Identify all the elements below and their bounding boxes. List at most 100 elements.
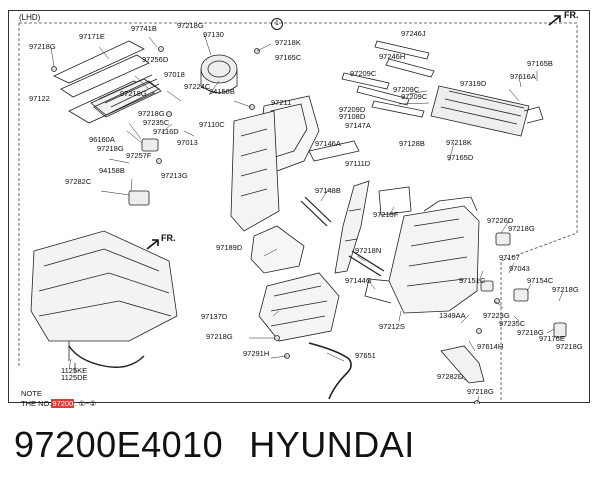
assembly-boundary — [18, 22, 578, 403]
assembled-unit-inset — [30, 230, 178, 373]
top-duct-strips — [341, 40, 435, 118]
part-label: 97013 — [177, 138, 198, 147]
part-label: 97209C — [401, 92, 428, 101]
part-label: 97257F — [126, 151, 152, 160]
part-label: 97165C — [275, 53, 302, 62]
part-label: 97218G — [177, 21, 204, 30]
part-label: 97223G — [483, 311, 510, 320]
part-label: 97614H — [477, 342, 504, 351]
assembly-marker: 1 — [271, 18, 283, 30]
part-label: 97218K — [275, 38, 301, 47]
part-label: 97151C — [459, 276, 486, 285]
part-label: 97209C — [350, 69, 377, 78]
blower-motor — [200, 54, 238, 93]
mode-doors — [300, 140, 412, 277]
part-label: 1349AA — [439, 311, 466, 320]
footer-caption: 97200E4010 HYUNDAI — [14, 424, 415, 466]
part-label: 97154C — [527, 276, 554, 285]
part-label: 96160A — [89, 135, 115, 144]
part-label: 97144G — [345, 276, 372, 285]
part-label: 97651 — [355, 351, 376, 360]
part-label: 97218G — [508, 224, 535, 233]
lower-case — [258, 272, 340, 342]
part-label: 97165D — [447, 153, 474, 162]
part-label: 97111D — [345, 159, 371, 168]
part-label: 97209C — [393, 85, 420, 94]
part-label: 97122 — [29, 94, 50, 103]
part-label: 97741B — [131, 24, 157, 33]
cabin-filter — [90, 74, 162, 118]
part-label: 97218K — [446, 138, 472, 147]
fr-arrow-icon — [548, 15, 561, 26]
part-label: 97211 — [271, 98, 292, 107]
part-label: 97218G — [467, 387, 494, 396]
part-label: 97146A — [315, 139, 341, 148]
part-label: 97282C — [65, 177, 92, 186]
front-direction-label-inset: FR. — [161, 233, 176, 243]
part-label: 97616A — [510, 72, 536, 81]
exploded-parts-diagram — [18, 22, 578, 404]
part-label: 97213G — [161, 171, 188, 180]
diagram-frame: (LHD) 1 FR. FR. 97218G 97171E 97741B 972… — [8, 10, 590, 408]
part-label: 97226D — [487, 216, 514, 225]
distribution-cover — [250, 225, 305, 274]
part-label: 97165B — [527, 59, 553, 68]
part-label: 97219F — [373, 210, 399, 219]
part-label: 97128B — [399, 139, 425, 148]
heater-core — [430, 85, 544, 137]
part-label: 97218G — [29, 42, 56, 51]
part-label: 97235C — [499, 319, 526, 328]
actuators — [128, 138, 567, 338]
hvac-main-case — [364, 196, 480, 314]
note-box: NOTE THE NO.97200: ①~② — [21, 389, 96, 409]
part-number: 97200E4010 — [14, 424, 224, 465]
part-label: 97218G — [206, 332, 233, 341]
part-label: 94158B — [209, 87, 235, 96]
part-label: 1125KE — [61, 366, 88, 375]
leader-lines — [50, 33, 564, 404]
part-label: 97130 — [203, 30, 224, 39]
part-label: 97043 — [509, 264, 530, 273]
part-label: 97107 — [499, 253, 520, 262]
part-label: 97246J — [401, 29, 426, 38]
note-text: THE NO.97200: ①~② — [21, 399, 96, 409]
part-label: 97018 — [164, 70, 185, 79]
note-highlight: 97200 — [51, 399, 75, 408]
part-label: 97110C — [199, 120, 225, 129]
part-label: 97148B — [315, 186, 341, 195]
drain-hose — [308, 342, 352, 400]
part-label: 97147A — [345, 121, 371, 130]
part-label: 1125DE — [61, 373, 88, 382]
part-label: 97171E — [79, 32, 105, 41]
part-label: 97282D — [437, 372, 464, 381]
part-label: 97108D — [339, 112, 366, 121]
part-label: 97291H — [243, 349, 270, 358]
part-label: 97218G — [97, 144, 124, 153]
part-label: 97137D — [201, 312, 228, 321]
part-label: 97212S — [379, 322, 405, 331]
part-label: 97224C — [184, 82, 211, 91]
fr-arrow-icon-inset — [146, 239, 159, 250]
variant-label: (LHD) — [19, 13, 41, 22]
brand-name: HYUNDAI — [249, 424, 415, 465]
part-label: 97218G — [138, 109, 165, 118]
note-suffix: : ①~② — [74, 399, 97, 408]
floor-duct — [440, 345, 485, 384]
part-label: 97246H — [379, 52, 406, 61]
part-label: 97176E — [539, 334, 565, 343]
part-label: 97256D — [142, 55, 169, 64]
part-label: 97218N — [355, 246, 382, 255]
blower-housing — [230, 95, 320, 232]
center-separator — [334, 180, 370, 274]
part-label: 97235C — [143, 118, 170, 127]
part-label: 97116D — [153, 127, 179, 136]
part-label: 97189D — [216, 243, 243, 252]
part-label: 97218G — [552, 285, 579, 294]
part-label: 97218G — [517, 328, 544, 337]
part-label: 97218G — [120, 89, 147, 98]
part-label: 97209D — [339, 105, 366, 114]
front-direction-label: FR. — [564, 10, 579, 20]
note-title: NOTE — [21, 389, 42, 398]
part-label: 97218G — [556, 342, 583, 351]
part-label: 94158B — [99, 166, 125, 175]
